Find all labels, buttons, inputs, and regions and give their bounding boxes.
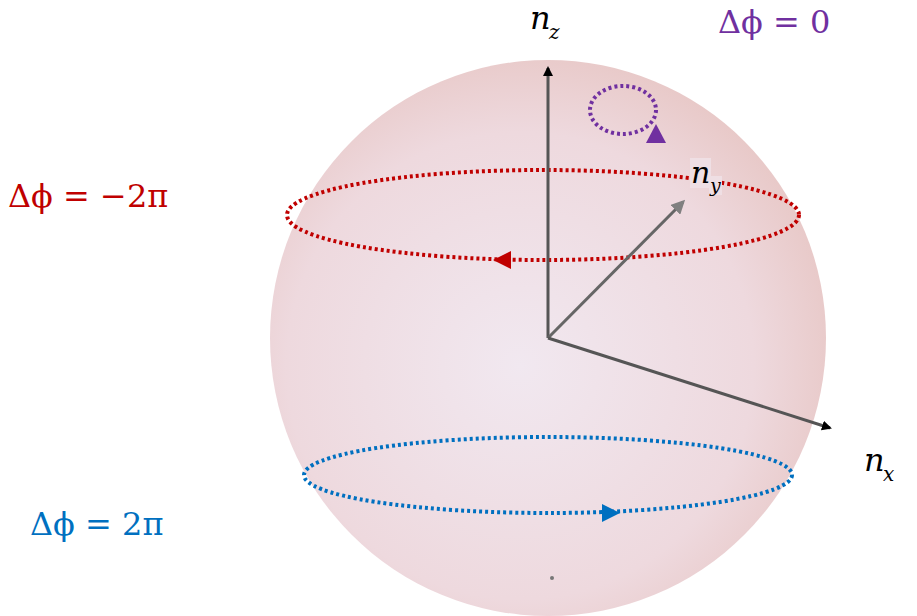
purple-loop-arrow (646, 124, 666, 143)
red-loop (287, 170, 799, 260)
blue-loop-arrow (602, 504, 620, 522)
y-axis (548, 202, 683, 338)
phase-label: Δϕ = 2π (30, 508, 163, 540)
purple-loop (590, 86, 656, 134)
blue-loop (304, 437, 792, 513)
phase-label: Δϕ = 0 (718, 6, 830, 38)
phase-label: Δϕ = −2π (8, 180, 168, 212)
z-axis (547, 68, 550, 338)
axis-symbol: n (864, 444, 885, 476)
red-loop-arrow (493, 251, 511, 269)
axis-subscript: x (883, 464, 894, 484)
south-pole-dot (550, 576, 554, 580)
axis-subscript: z (549, 22, 560, 42)
axis-symbol: n (530, 2, 551, 34)
x-axis (548, 338, 830, 428)
axis-subscript: y (709, 176, 722, 195)
